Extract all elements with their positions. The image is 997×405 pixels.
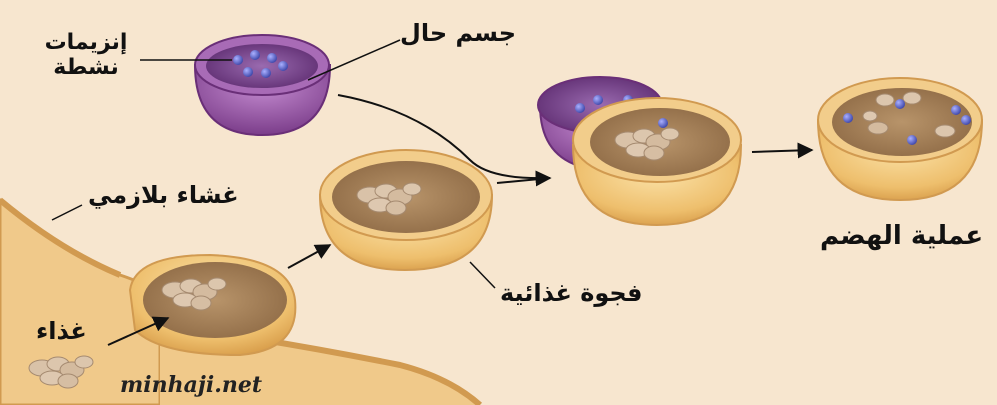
fusing-vacuole	[538, 77, 741, 225]
lysosome	[195, 35, 330, 135]
label-active-enzymes-line2: نشطة	[36, 55, 136, 80]
food-vacuole	[320, 150, 492, 270]
watermark: minhaji.net	[120, 372, 262, 398]
engulfing-pocket	[130, 255, 295, 355]
arrow-to-vacuole	[288, 245, 330, 268]
label-plasma-membrane: غشاء بلازمي	[88, 182, 239, 210]
arrow-to-digestion	[752, 150, 812, 152]
label-food-vacuole: فجوة غذائية	[500, 280, 642, 308]
arrow-vacuole-to-fusion	[497, 178, 550, 183]
label-food: غذاء	[36, 318, 87, 346]
label-active-enzymes-line1: إنزيمات	[36, 30, 136, 55]
digestion-vacuole	[818, 78, 982, 200]
label-lysosome: جسم حال	[400, 20, 516, 48]
label-digestion: عملية الهضم	[820, 222, 983, 252]
label-active-enzymes: إنزيمات نشطة	[36, 30, 136, 81]
